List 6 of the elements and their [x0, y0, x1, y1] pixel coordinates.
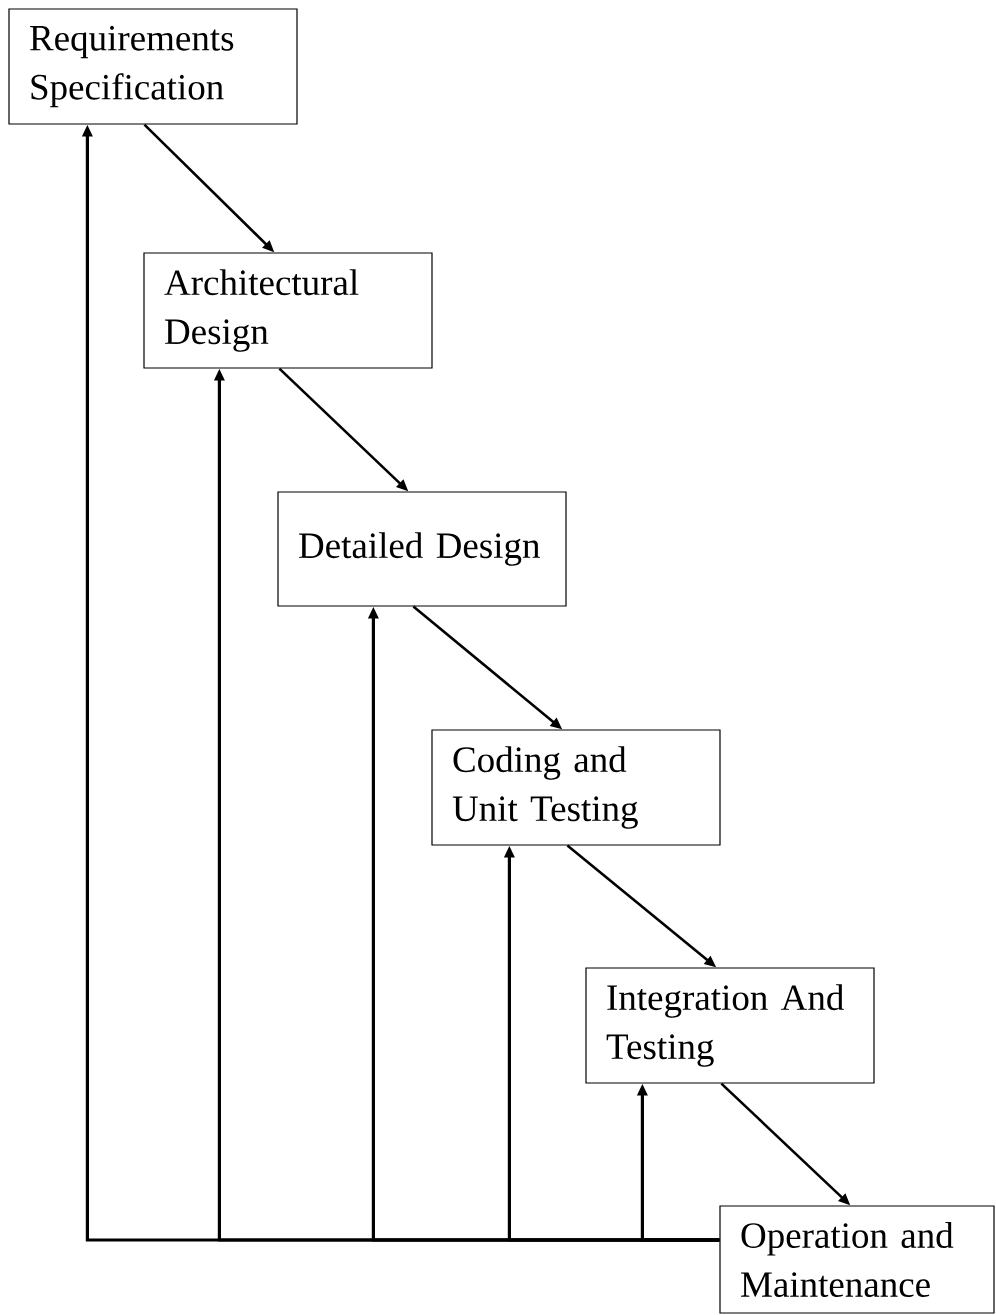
process-box: Integration And Testing: [585, 967, 875, 1084]
process-box: Architectural Design: [143, 252, 433, 369]
process-box: Coding and Unit Testing: [431, 729, 721, 846]
process-box: Requirements Specification: [8, 8, 298, 125]
process-box: Detailed Design: [277, 491, 567, 607]
process-box: Operation and Maintenance: [719, 1205, 995, 1314]
